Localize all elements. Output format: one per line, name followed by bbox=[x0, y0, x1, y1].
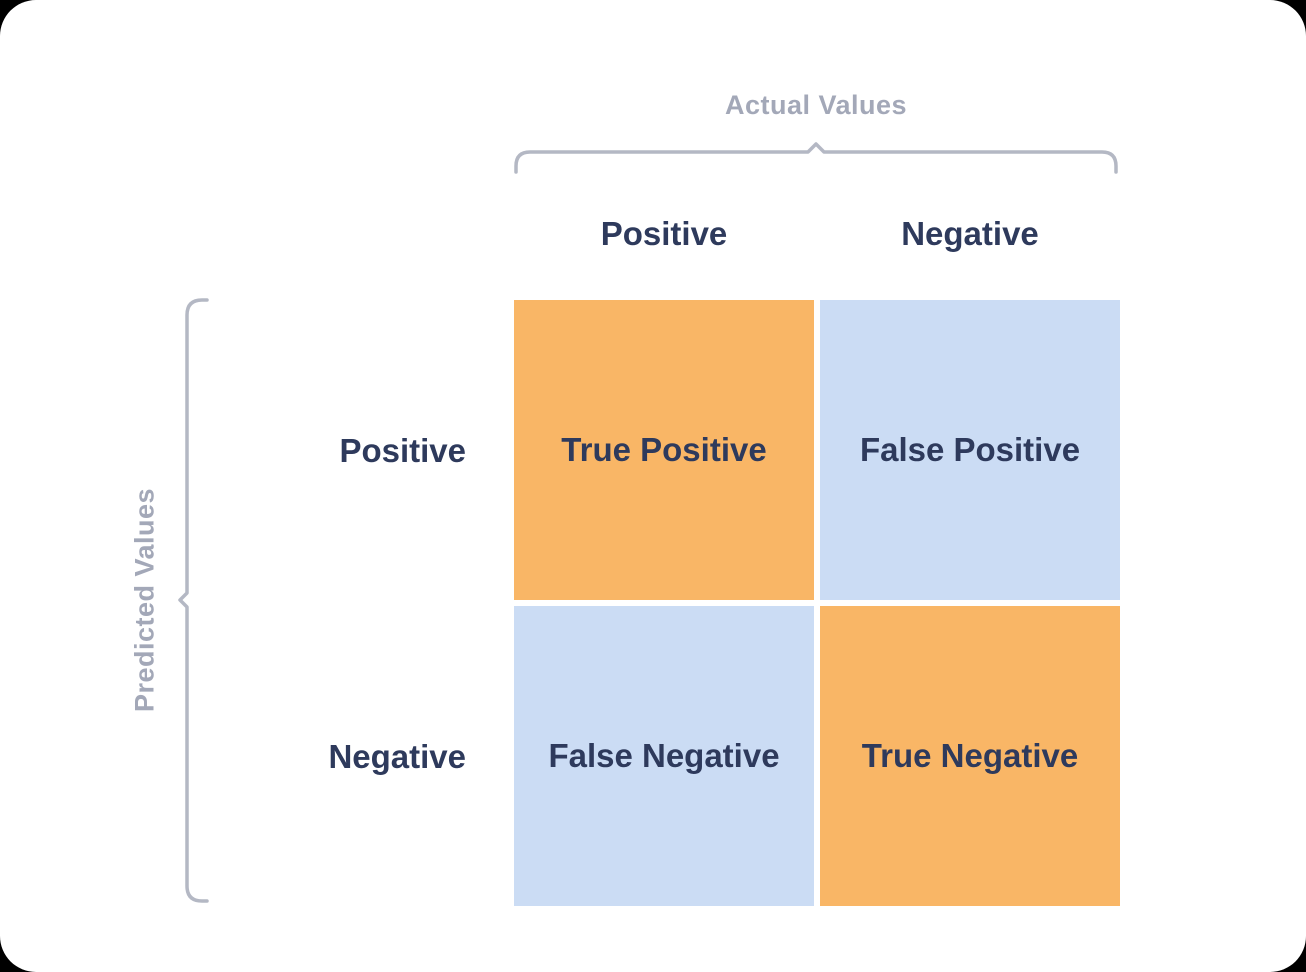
cell-true-positive: True Positive bbox=[514, 300, 814, 600]
column-header-negative: Negative bbox=[901, 215, 1039, 252]
cell-label-false-negative: False Negative bbox=[548, 737, 780, 774]
column-header-positive: Positive bbox=[600, 215, 728, 252]
cell-false-negative: False Negative bbox=[514, 606, 814, 906]
actual-values-title: Actual Values bbox=[724, 90, 908, 120]
cell-false-positive: False Positive bbox=[820, 300, 1120, 600]
cell-label-true-positive: True Positive bbox=[561, 431, 767, 468]
cell-true-negative: True Negative bbox=[820, 606, 1120, 906]
row-header-positive: Positive bbox=[339, 432, 466, 469]
row-header-negative: Negative bbox=[328, 738, 466, 775]
cell-label-true-negative: True Negative bbox=[861, 737, 1079, 774]
cell-label-false-positive: False Positive bbox=[859, 431, 1081, 468]
predicted-values-title: Predicted Values bbox=[129, 487, 160, 713]
